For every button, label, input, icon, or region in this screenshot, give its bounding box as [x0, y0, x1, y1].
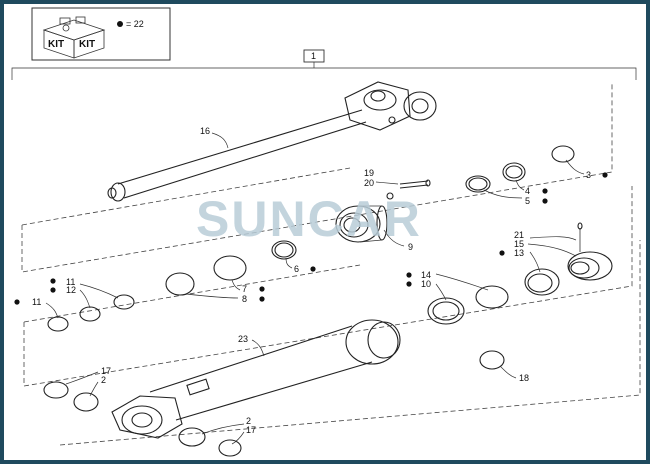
assembly-bracket: 1 [11, 49, 637, 80]
kit-label-right: KIT [79, 39, 95, 50]
callout-8: 8 [242, 294, 247, 304]
callout-23: 23 [238, 334, 248, 344]
callout-11-lower: 11 [32, 297, 41, 307]
callout-11-upper: 11 [66, 277, 75, 287]
kit-bullet-label: = 22 [126, 19, 144, 29]
kit-bullets [14, 172, 608, 305]
piston-part [427, 222, 613, 325]
callout-2-right: 2 [246, 416, 251, 426]
callout-2-left: 2 [101, 375, 106, 385]
callout-17-left: 17 [101, 366, 111, 376]
kit-cube-icon [42, 16, 106, 59]
gland-part [335, 179, 431, 243]
callout-6: 6 [294, 264, 299, 274]
callout-16: 16 [200, 126, 210, 136]
kit-label-left: KIT [48, 39, 64, 50]
callout-17-right: 17 [246, 425, 256, 435]
callout-15: 15 [514, 239, 524, 249]
callout-12: 12 [66, 285, 76, 295]
piston-rod-part [107, 81, 437, 202]
callout-3: 3 [586, 170, 591, 180]
cylinder-barrel-part [43, 319, 505, 457]
assembly-label: 1 [311, 51, 316, 61]
callout-18: 18 [519, 373, 529, 383]
callout-19: 19 [364, 168, 374, 178]
callout-9: 9 [408, 242, 413, 252]
callout-7: 7 [242, 284, 247, 294]
callout-20: 20 [364, 178, 374, 188]
callout-13: 13 [514, 248, 524, 258]
watermark-text: SUNCAR [196, 191, 422, 247]
callout-21: 21 [514, 230, 524, 240]
kit-legend-box: KIT KIT = 22 [31, 7, 171, 61]
callout-10: 10 [421, 279, 431, 289]
callout-4: 4 [525, 186, 530, 196]
callout-labels: 16 19 20 9 3 4 5 6 7 8 11 12 11 21 15 13… [32, 126, 591, 435]
bullet-icon [117, 21, 123, 27]
callout-5: 5 [525, 196, 530, 206]
callout-14: 14 [421, 270, 431, 280]
dashed-assembly-outline [21, 84, 641, 446]
leader-lines [45, 132, 585, 445]
